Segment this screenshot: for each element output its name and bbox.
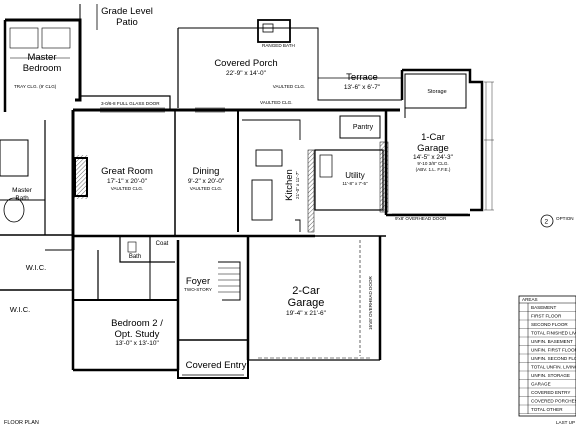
room-covered-porch-dim: 22'-9" x 14'-0"	[226, 70, 267, 77]
detail-marker: 2 OPTION	[540, 214, 574, 228]
room-master-bath-line-1: Master	[12, 187, 33, 194]
areas-row-label: TOTAL OTHER	[531, 407, 563, 412]
room-great-room-dim: 17'-1" x 20'-0"	[107, 178, 148, 185]
room-storage: Storage	[427, 89, 446, 95]
room-foyer-note: TWO-STORY	[184, 287, 212, 292]
room-bedroom-2-line-1: Bedroom 2 /	[111, 318, 163, 329]
room-terrace: Terrace	[346, 72, 378, 83]
hatched-walls	[74, 141, 389, 233]
room-labels: Grade Level Patio Master Bedroom Covered…	[10, 6, 454, 371]
areas-title: AREAS	[522, 297, 538, 302]
room-bath: Bath	[129, 254, 141, 260]
areas-row-label: GARAGE	[531, 382, 551, 387]
room-covered-entry: Covered Entry	[186, 360, 247, 371]
room-one-car-garage-line-1: 1-Car	[421, 132, 445, 143]
room-kitchen: Kitchen	[284, 169, 295, 201]
room-grade-patio-line-1: Grade Level	[101, 6, 153, 17]
areas-row-label: UNFIN. SECOND FLOOR	[531, 356, 576, 361]
room-master-bath-line-2: Bath	[15, 195, 29, 202]
areas-row-label: UNFIN. STORAGE	[531, 373, 570, 378]
areas-row-label: COVERED PORCHES	[531, 399, 576, 404]
note-overhead-door: 16'x8' OVERHEAD DOOR	[368, 275, 373, 330]
plan-notes: RANGED BATH TRAY CLG. (9' CLG) VAULTED C…	[14, 43, 447, 330]
areas-row-label: SECOND FLOOR	[531, 322, 568, 327]
room-bedroom-2-dim: 13'-0" x 13'-10"	[115, 340, 159, 347]
areas-row-label: TOTAL UNFIN. LIVING	[531, 365, 576, 370]
room-pantry: Pantry	[353, 124, 374, 131]
room-two-car-garage-line-2: Garage	[288, 297, 325, 309]
room-covered-porch-clg: VAULTED CLG.	[273, 84, 306, 89]
areas-row-label: FIRST FLOOR	[531, 314, 562, 319]
room-wic-2: W.I.C.	[10, 305, 30, 314]
room-kitchen-dim: 21'-0" x 11'-7"	[295, 171, 300, 199]
room-utility-dim: 11'-8" x 7'-5"	[342, 181, 368, 186]
note-ranged-bath: RANGED BATH	[262, 43, 295, 48]
room-master-bedroom-line-2: Bedroom	[23, 63, 62, 74]
room-two-car-garage-line-1: 2-Car	[292, 285, 320, 297]
room-dining-dim: 9'-2" x 20'-0"	[188, 178, 225, 185]
room-one-car-garage-line-2: Garage	[417, 143, 449, 154]
room-one-car-garage-clg: 9'-10 3/8" CLG.	[417, 161, 448, 166]
room-wic-1: W.I.C.	[26, 263, 46, 272]
areas-row-label: UNFIN. FIRST FLOOR	[531, 348, 576, 353]
note-vaulted-clg: VAULTED CLG.	[260, 100, 293, 105]
areas-row-label: TOTAL FINISHED LIVING	[531, 331, 576, 336]
exterior-walls	[0, 4, 494, 379]
room-great-room-clg: VAULTED CLG.	[111, 186, 144, 191]
room-great-room: Great Room	[101, 166, 153, 177]
plan-title: FLOOR PLAN	[4, 420, 39, 426]
room-covered-porch: Covered Porch	[214, 58, 277, 69]
room-utility: Utility	[345, 171, 365, 180]
areas-row-label: BASEMENT	[531, 305, 556, 310]
note-full-glass-door: 3-0/6-8 FULL GLASS DOOR	[101, 101, 160, 106]
areas-row-label: UNFIN. BASEMENT	[531, 339, 573, 344]
room-two-car-garage-dim: 19'-4" x 21'-6"	[286, 310, 327, 317]
areas-row-label: COVERED ENTRY	[531, 390, 570, 395]
room-dining-clg: VAULTED CLG.	[190, 186, 223, 191]
note-overhead-door-small: 9'x8' OVERHEAD DOOR	[395, 216, 447, 221]
room-grade-patio-line-2: Patio	[116, 17, 138, 28]
detail-marker-label: OPTION	[556, 216, 574, 221]
room-dining: Dining	[193, 166, 220, 177]
areas-table: AREAS BASEMENT FIRST FLOOR SECOND FLOOR TOT…	[518, 295, 576, 425]
room-one-car-garage-dim: 14'-5" x 24'-3"	[413, 154, 454, 161]
room-coat: Coat	[156, 241, 169, 247]
room-bedroom-2-line-2: Opt. Study	[115, 329, 160, 340]
areas-footer: LAST UP	[556, 420, 575, 425]
room-terrace-dim: 13'-6" x 6'-7"	[344, 84, 381, 91]
detail-marker-number: 2	[545, 219, 549, 226]
note-tray-clg: TRAY CLG. (9' CLG)	[14, 84, 57, 89]
room-master-bedroom-line-1: Master	[27, 52, 56, 63]
room-one-car-garage-ffe: (ABV. 1.L. F.F.E.)	[416, 167, 451, 172]
room-foyer: Foyer	[186, 276, 210, 287]
